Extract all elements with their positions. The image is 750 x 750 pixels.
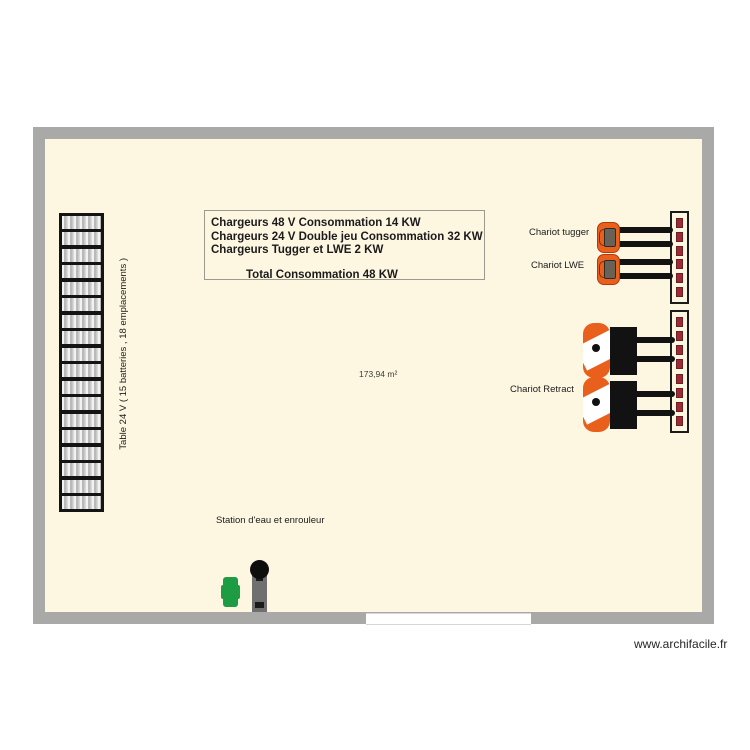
shelf-block	[676, 259, 683, 270]
battery-group	[61, 215, 102, 313]
battery-cell	[61, 379, 102, 395]
wall-left	[33, 127, 45, 624]
retract-pivot-icon	[592, 344, 600, 352]
tugger-arc-icon	[599, 229, 604, 246]
area-label: 173,94 m²	[359, 369, 398, 379]
shelf-block	[676, 359, 683, 370]
info-line-3: Chargeurs Tugger et LWE 2 KW	[211, 244, 384, 256]
battery-cell	[61, 462, 102, 478]
retract-mast	[610, 381, 637, 429]
battery-cell	[61, 478, 102, 494]
fork-icon	[633, 410, 675, 416]
battery-cell	[61, 346, 102, 362]
shelf-block	[676, 373, 683, 384]
chariot-retract-vehicle-1[interactable]	[583, 323, 678, 379]
fork-icon	[633, 356, 675, 362]
battery-group	[61, 413, 102, 511]
battery-cell	[61, 280, 102, 296]
watermark: www.archifacile.fr	[634, 637, 728, 651]
fork-icon	[617, 273, 673, 279]
wall-right	[702, 127, 714, 624]
fork-icon	[633, 391, 675, 397]
shelf-block	[676, 415, 683, 426]
chariot-tugger-vehicle[interactable]	[597, 222, 677, 254]
battery-table-rack[interactable]	[59, 213, 104, 512]
shelf-block	[676, 401, 683, 412]
battery-cell	[61, 396, 102, 412]
battery-cell	[61, 495, 102, 511]
wall-top	[33, 127, 714, 139]
fork-icon	[617, 241, 673, 247]
battery-cell	[61, 215, 102, 230]
shelf-block	[676, 231, 683, 242]
shelf-block	[676, 345, 683, 356]
retract-mast	[610, 327, 637, 375]
battery-cell	[61, 330, 102, 346]
shelf-block	[676, 287, 683, 298]
shelf-rack-top[interactable]	[670, 211, 689, 304]
label-chariot-tugger: Chariot tugger	[529, 227, 590, 238]
battery-cell	[61, 445, 102, 461]
fork-icon	[617, 227, 673, 233]
hose-reel[interactable]	[223, 577, 238, 607]
battery-cell	[61, 413, 102, 428]
battery-group	[61, 314, 102, 412]
info-line-2: Chargeurs 24 V Double jeu Consommation 3…	[211, 230, 483, 243]
battery-cell	[61, 264, 102, 280]
chariot-lwe-vehicle[interactable]	[597, 254, 677, 286]
shelf-block	[676, 317, 683, 328]
battery-cell	[61, 247, 102, 263]
label-chariot-lwe: Chariot LWE	[531, 260, 585, 271]
label-station-eau: Station d'eau et enrouleur	[216, 515, 325, 526]
fork-icon	[633, 337, 675, 343]
shelf-block	[676, 331, 683, 342]
lwe-arc-icon	[599, 261, 604, 278]
battery-cell	[61, 314, 102, 329]
fork-icon	[617, 259, 673, 265]
chariot-retract-vehicle-2[interactable]	[583, 377, 678, 433]
battery-cell	[61, 429, 102, 445]
water-station-head-icon	[250, 560, 269, 579]
battery-cell	[61, 297, 102, 313]
lwe-seat	[604, 260, 616, 279]
retract-pivot-icon	[592, 398, 600, 406]
shelf-block	[676, 217, 683, 228]
water-station-slot	[256, 578, 263, 581]
shelf-block	[676, 387, 683, 398]
shelf-block	[676, 245, 683, 256]
battery-table-label: Table 24 V ( 15 batteries , 18 emplaceme…	[118, 258, 129, 450]
info-total: Total Consommation 48 KW	[246, 268, 398, 281]
info-line-1: Chargeurs 48 V Consommation 14 KW	[211, 217, 421, 229]
tugger-seat	[604, 228, 616, 247]
door-opening[interactable]	[366, 613, 531, 625]
label-chariot-retract: Chariot Retract	[510, 384, 574, 395]
shelf-block	[676, 273, 683, 284]
battery-cell	[61, 231, 102, 247]
water-station-base	[255, 602, 264, 608]
consumption-info-box: Chargeurs 48 V Consommation 14 KW Charge…	[204, 210, 485, 281]
battery-cell	[61, 363, 102, 379]
